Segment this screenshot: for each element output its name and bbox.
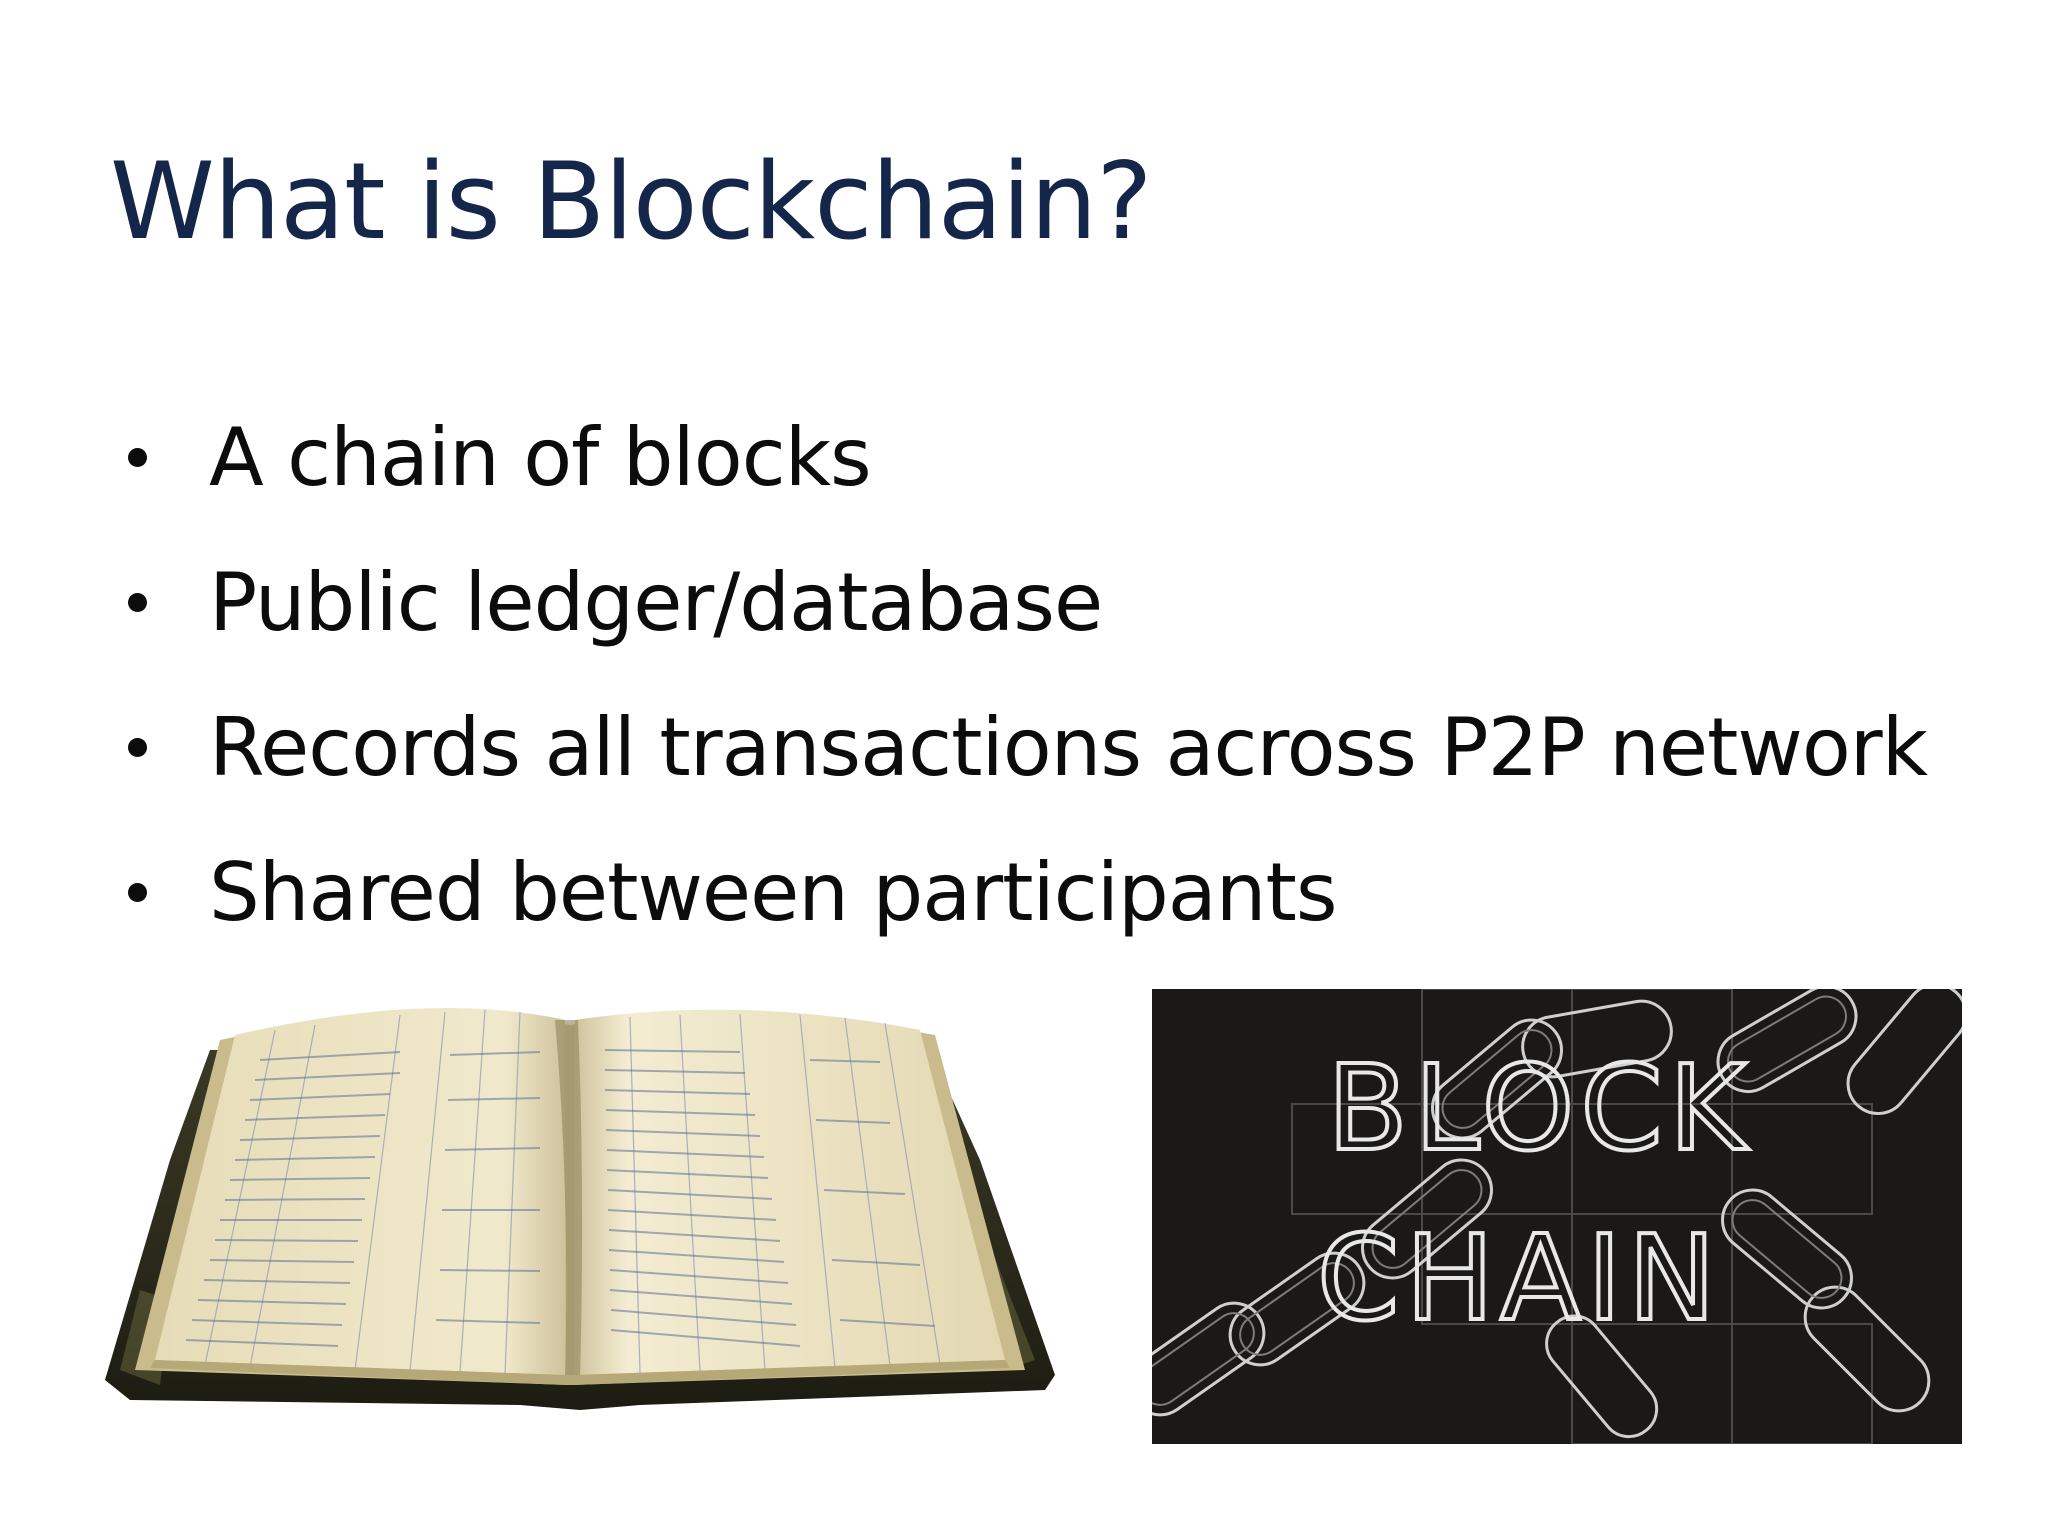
- blockchain-word-block: BLOCK: [1327, 1039, 1752, 1177]
- slide-title: What is Blockchain?: [110, 140, 1153, 263]
- bullet-item: Shared between participants: [120, 820, 1927, 965]
- bullet-dot-icon: [128, 448, 147, 467]
- bullet-dot-icon: [128, 738, 147, 757]
- bullet-text: Public ledger/database: [209, 556, 1103, 649]
- blockchain-chain-icon: BLOCK CHAIN: [1152, 989, 1962, 1444]
- bullet-dot-icon: [128, 593, 147, 612]
- bullet-dot-icon: [128, 883, 147, 902]
- bullet-item: Public ledger/database: [120, 530, 1927, 675]
- bullet-list: A chain of blocks Public ledger/database…: [120, 385, 1928, 965]
- bullet-text: Records all transactions across P2P netw…: [209, 701, 1928, 794]
- bullet-item: Records all transactions across P2P netw…: [120, 675, 1928, 820]
- bullet-item: A chain of blocks: [120, 385, 1927, 530]
- blockchain-word-chain: CHAIN: [1317, 1209, 1722, 1347]
- open-ledger-book-icon: [100, 990, 1060, 1430]
- bullet-text: Shared between participants: [209, 846, 1337, 939]
- bullet-text: A chain of blocks: [209, 411, 872, 504]
